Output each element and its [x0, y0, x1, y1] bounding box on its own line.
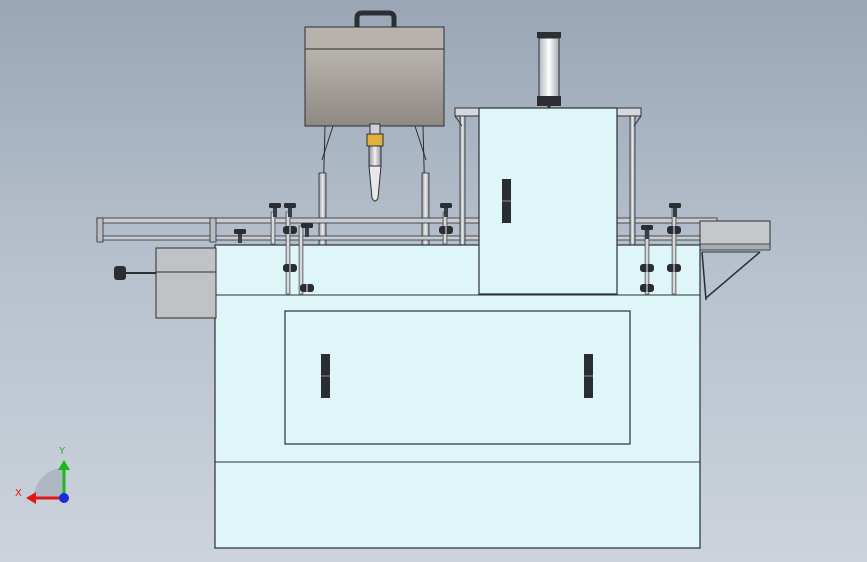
y-axis-label: Y — [58, 446, 66, 457]
clamp-block — [439, 226, 453, 234]
adjustment-knob[interactable] — [440, 203, 452, 217]
left-side-box — [114, 247, 217, 319]
z-axis-dot-icon — [59, 493, 69, 503]
coordinate-triad: Y X — [15, 446, 70, 504]
clamp-block — [667, 264, 681, 272]
conveyor-rail — [96, 217, 718, 243]
filling-nozzle — [366, 123, 384, 202]
clamp-block — [300, 284, 314, 292]
clamp-block — [667, 226, 681, 234]
x-axis-arrowhead-icon — [26, 492, 36, 504]
right-output-platform — [699, 220, 771, 301]
clamp-block — [283, 264, 297, 272]
upper-door[interactable] — [478, 107, 618, 295]
y-axis-arrowhead-icon — [58, 460, 70, 470]
hopper — [304, 10, 445, 246]
clamp-block — [640, 264, 654, 272]
adjustment-knob[interactable] — [669, 203, 681, 217]
clamp-block — [283, 226, 297, 234]
front-access-panel[interactable] — [284, 310, 631, 445]
x-axis-label: X — [15, 488, 22, 499]
air-cylinder — [537, 32, 561, 110]
clamp-block — [640, 284, 654, 292]
